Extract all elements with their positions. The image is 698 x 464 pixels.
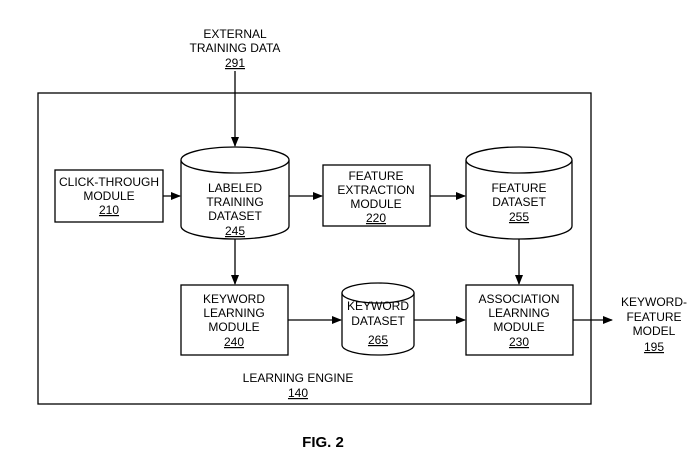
figure-label: FIG. 2 (302, 434, 344, 451)
click-through-line-1: CLICK-THROUGH (59, 175, 159, 189)
click-through-line-2: MODULE (83, 189, 134, 203)
keyword-dataset: KEYWORD DATASET 265 (341, 282, 415, 356)
labeled-dataset-line-1: LABELED (208, 181, 262, 195)
keyword-learning-line-1: KEYWORD (203, 292, 265, 306)
keyword-feature-model-line-1: KEYWORD- (621, 295, 687, 309)
keyword-learning-line-2: LEARNING (203, 306, 264, 320)
learning-engine-box (37, 92, 592, 405)
keyword-learning-module: KEYWORD LEARNING MODULE 240 (180, 284, 289, 356)
keyword-feature-model-ref: 195 (644, 340, 664, 354)
association-learning-module-box (465, 284, 574, 356)
keyword-dataset-line-1: KEYWORD (347, 299, 409, 313)
labeled-dataset-cylinder-top (180, 146, 290, 174)
keyword-dataset-ref: 265 (368, 333, 388, 347)
feature-extraction-module-box (322, 164, 431, 227)
feature-extraction-line-2: EXTRACTION (337, 183, 414, 197)
association-learning-line-1: ASSOCIATION (478, 292, 559, 306)
association-learning-line-3: MODULE (493, 320, 544, 334)
feature-extraction-line-3: MODULE (350, 197, 401, 211)
learning-engine-ref: 140 (288, 386, 308, 400)
click-through-module: CLICK-THROUGH MODULE 210 (54, 169, 164, 223)
external-line-2: TRAINING DATA (190, 41, 281, 55)
keyword-dataset-cylinder-top (341, 282, 415, 304)
learning-engine-label: LEARNING ENGINE 140 (243, 371, 354, 400)
association-learning-ref: 230 (509, 335, 529, 349)
feature-extraction-module: FEATURE EXTRACTION MODULE 220 (322, 164, 431, 227)
feature-dataset-ref: 255 (509, 210, 529, 224)
keyword-learning-line-3: MODULE (208, 320, 259, 334)
feature-dataset: FEATURE DATASET 255 (465, 146, 573, 240)
keyword-feature-model-line-2: FEATURE (626, 310, 681, 324)
feature-extraction-ref: 220 (366, 211, 386, 225)
keyword-feature-model-line-3: MODEL (633, 324, 676, 338)
click-through-ref: 210 (99, 203, 119, 217)
learning-engine-text: LEARNING ENGINE (243, 371, 354, 385)
click-through-module-box (54, 169, 164, 223)
external-training-data-label: EXTERNAL TRAINING DATA 291 (190, 27, 281, 70)
keyword-dataset-line-2: DATASET (351, 314, 405, 328)
feature-dataset-line-2: DATASET (492, 195, 546, 209)
labeled-dataset-line-3: DATASET (208, 209, 262, 223)
feature-extraction-line-1: FEATURE (348, 169, 403, 183)
association-learning-line-2: LEARNING (488, 306, 549, 320)
feature-dataset-cylinder-top (465, 146, 573, 174)
labeled-training-dataset: LABELED TRAINING DATASET 245 (180, 146, 290, 240)
association-learning-module: ASSOCIATION LEARNING MODULE 230 (465, 284, 574, 356)
external-ref: 291 (225, 56, 245, 70)
keyword-feature-model-label: KEYWORD- FEATURE MODEL 195 (621, 295, 687, 354)
labeled-dataset-line-2: TRAINING (206, 195, 263, 209)
keyword-dataset-cylinder-body (341, 293, 415, 356)
keyword-learning-ref: 240 (224, 335, 244, 349)
labeled-dataset-ref: 245 (225, 224, 245, 238)
feature-dataset-line-1: FEATURE (491, 181, 546, 195)
external-line-1: EXTERNAL (203, 27, 267, 41)
